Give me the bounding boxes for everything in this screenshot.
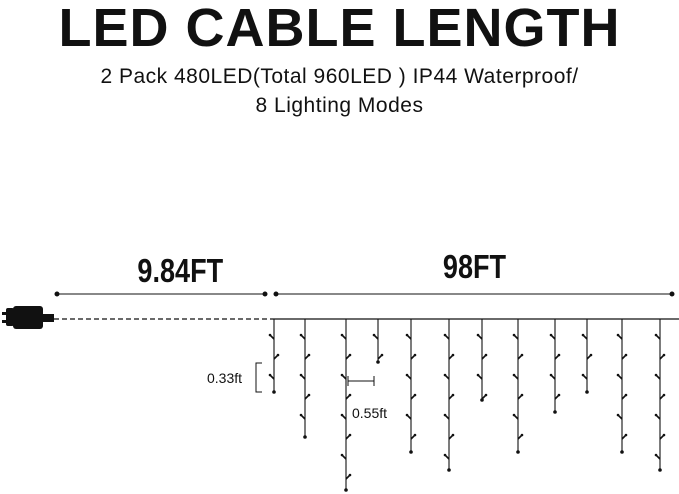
strand-spacing-marker <box>347 376 375 386</box>
icicle-strands <box>268 319 666 492</box>
icicle-strand <box>476 319 488 402</box>
icicle-strand <box>549 319 561 414</box>
subtitle-line-2: 8 Lighting Modes <box>255 94 424 117</box>
icicle-strand <box>581 319 593 394</box>
icicle-strand <box>512 319 524 454</box>
icicle-strand <box>654 319 666 472</box>
page-title: LED CABLE LENGTH <box>58 0 621 58</box>
icicle-strand <box>616 319 628 454</box>
light-string-length-label: 98FT <box>442 248 507 285</box>
subtitle-line-1: 2 Pack 480LED(Total 960LED ) IP44 Waterp… <box>100 65 579 88</box>
product-subtitle: 2 Pack 480LED(Total 960LED ) IP44 Waterp… <box>0 62 679 120</box>
icicle-strand <box>405 319 417 454</box>
lead-cable-dimension-line <box>54 291 268 297</box>
drop-spacing-bracket <box>255 362 262 393</box>
icicle-strand <box>299 319 311 439</box>
light-string-dimension-line <box>273 291 675 297</box>
strand-spacing-label: 0.55ft <box>352 405 388 421</box>
icicle-strand <box>340 319 352 492</box>
icicle-strand <box>443 319 455 472</box>
icicle-strand <box>372 319 384 364</box>
icicle-strand <box>268 319 280 394</box>
lead-cable-length-label: 9.84FT <box>137 252 224 289</box>
drop-spacing-label: 0.33ft <box>207 370 243 386</box>
power-plug-icon <box>2 306 54 329</box>
